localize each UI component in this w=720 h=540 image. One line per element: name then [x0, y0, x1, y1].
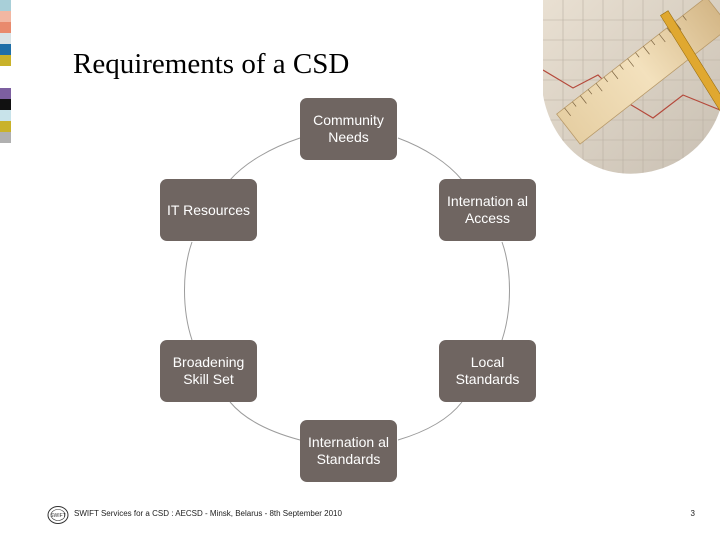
cycle-node-local-standards: Local Standards	[439, 340, 536, 402]
slide-footer: SWIFT SWIFT Services for a CSD : AECSD -…	[47, 503, 707, 527]
cycle-connector	[398, 138, 462, 180]
cycle-node-international-standards: Internation al Standards	[300, 420, 397, 482]
swift-logo-icon: SWIFT	[47, 505, 69, 525]
swift-logo-text: SWIFT	[50, 513, 66, 519]
cycle-node-broadening-skill-set: Broadening Skill Set	[160, 340, 257, 402]
cycle-connector	[230, 402, 300, 440]
cycle-connector	[398, 402, 462, 440]
page-number: 3	[691, 509, 695, 518]
cycle-node-it-resources: IT Resources	[160, 179, 257, 241]
cycle-connector	[230, 138, 300, 180]
footer-text: SWIFT Services for a CSD : AECSD - Minsk…	[74, 509, 342, 518]
cycle-connector	[185, 242, 193, 340]
cycle-connector	[502, 242, 510, 340]
cycle-node-international-access: Internation al Access	[439, 179, 536, 241]
cycle-node-community-needs: Community Needs	[300, 98, 397, 160]
